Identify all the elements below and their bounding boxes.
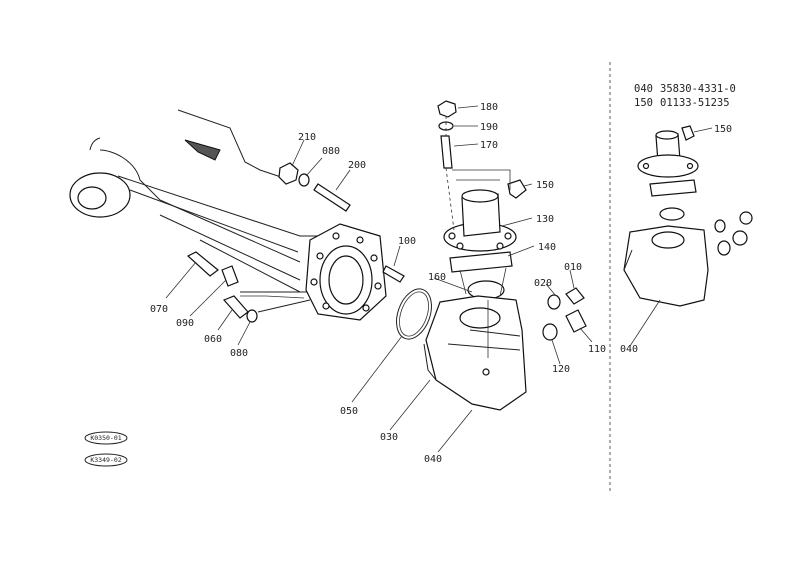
stamp-k0350: K0350-01: [90, 434, 121, 442]
stamp-k3349: K3349-02: [90, 456, 121, 464]
callout-100: 100: [398, 236, 416, 247]
drawing-stamps: K0350-01 K3349-02: [84, 431, 128, 467]
callout-labels: 210 080 200 100 180 190 170 150 130 140 …: [150, 102, 732, 465]
callout-070: 070: [150, 304, 168, 315]
callout-170: 170: [480, 140, 498, 151]
callout-010: 010: [564, 262, 582, 273]
kingpin-cap-130: [443, 189, 517, 252]
callout-130: 130: [536, 214, 554, 225]
callout-080-upper: 080: [322, 146, 340, 157]
inset-ref-150: 150: [634, 97, 653, 109]
callout-200: 200: [348, 160, 366, 171]
bolt-060: [222, 295, 249, 319]
callout-090: 090: [176, 318, 194, 329]
knuckle-030: [423, 295, 527, 411]
washer-080a: [298, 173, 310, 187]
axle-housing: [69, 109, 387, 321]
washer-080b: [246, 309, 258, 323]
callout-160: 160: [428, 272, 446, 283]
inset-table: 040 35830-4331-0 150 01133-51235: [634, 83, 736, 109]
callout-210: 210: [298, 132, 316, 143]
inset-partno-040: 35830-4331-0: [660, 83, 736, 95]
pin-100: [382, 265, 405, 283]
callout-050: 050: [340, 406, 358, 417]
inset-drawing: [623, 125, 753, 347]
callout-030: 030: [380, 432, 398, 443]
inset-partno-150: 01133-51235: [660, 97, 730, 109]
plug-110: [565, 309, 587, 333]
inset-ref-040: 040: [634, 83, 653, 95]
washer-120: [542, 323, 558, 341]
callout-020: 020: [534, 278, 552, 289]
leader-lines: [165, 105, 593, 453]
stud-170: [440, 135, 453, 169]
o-ring-050: [396, 288, 432, 340]
callout-060: 060: [204, 334, 222, 345]
callout-140: 140: [538, 242, 556, 253]
shim-140: [449, 251, 513, 273]
bolt-150a: [507, 179, 527, 199]
callout-150: 150: [536, 180, 554, 191]
plug-020: [547, 294, 561, 310]
inset-callout-150: 150: [714, 124, 732, 135]
explode-lines: [445, 116, 511, 358]
callout-180: 180: [480, 102, 498, 113]
inset-callout-040: 040: [620, 344, 638, 355]
bolt-070: [186, 251, 219, 277]
callout-040: 040: [424, 454, 442, 465]
callout-080-lower: 080: [230, 348, 248, 359]
nut-210: [278, 162, 299, 185]
bolt-010: [565, 287, 585, 305]
callout-190: 190: [480, 122, 498, 133]
stud-bolt-200: [313, 183, 351, 212]
collar-090: [221, 265, 239, 287]
callout-120: 120: [552, 364, 570, 375]
nut-180: [437, 100, 457, 118]
callout-110: 110: [588, 344, 606, 355]
